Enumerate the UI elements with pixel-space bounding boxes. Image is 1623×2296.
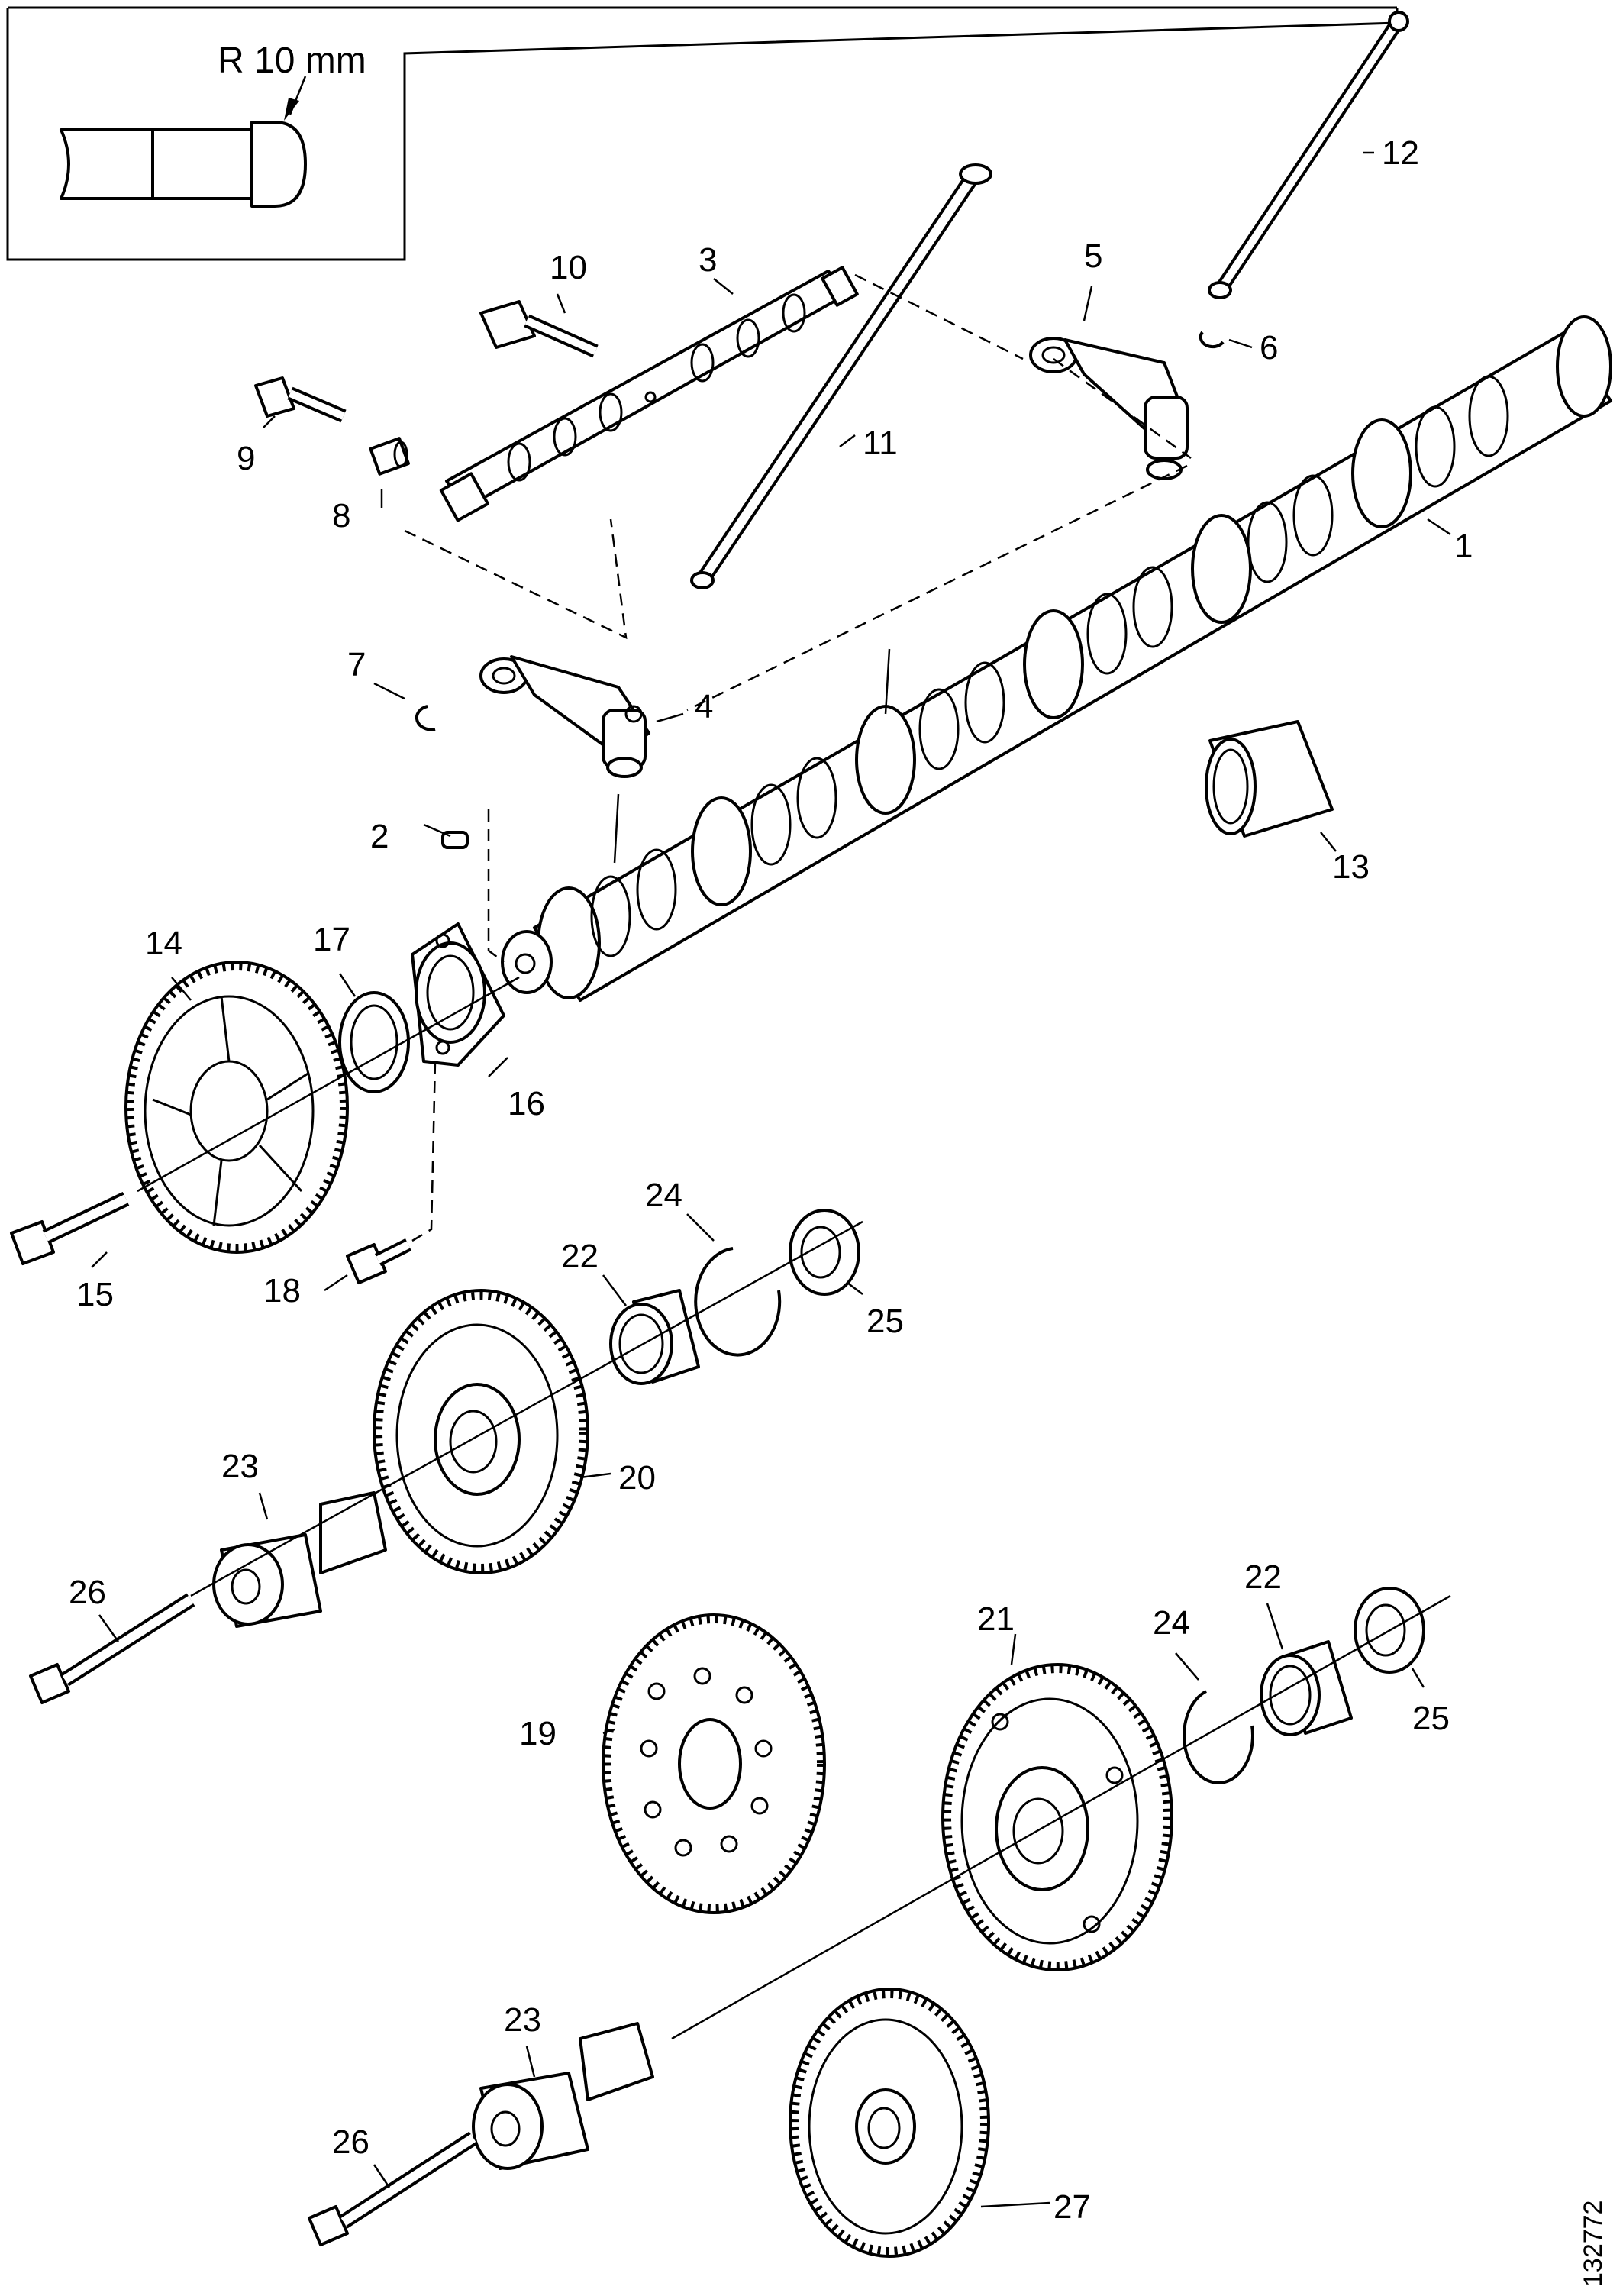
push-rod-12 — [1208, 11, 1409, 299]
callout-4: 4 — [695, 688, 713, 725]
circlip-6 — [1199, 331, 1225, 349]
assembly-lines — [137, 273, 1451, 2040]
sleeve-8 — [369, 437, 410, 476]
callout-13: 13 — [1332, 848, 1370, 886]
callout-7: 7 — [347, 646, 366, 683]
callout-25a: 25 — [866, 1303, 904, 1340]
rocker-shaft-3 — [439, 266, 859, 522]
bolt-18 — [346, 1238, 412, 1284]
circlip-24-upper — [694, 1247, 782, 1357]
circlip-7 — [415, 705, 436, 731]
callout-23b: 23 — [504, 2001, 541, 2039]
callout-1: 1 — [1454, 528, 1473, 565]
callout-16: 16 — [508, 1085, 545, 1122]
stub-shaft-23-upper — [212, 1491, 387, 1628]
callout-23a: 23 — [221, 1448, 259, 1485]
callout-14: 14 — [145, 925, 182, 962]
callout-8: 8 — [332, 497, 350, 534]
callout-22a: 22 — [561, 1238, 599, 1275]
gear-27 — [789, 1988, 990, 2258]
callout-26b: 26 — [332, 2123, 369, 2161]
bolt-26-upper — [29, 1593, 195, 1704]
thrust-washer-17 — [338, 991, 410, 1093]
callout-18: 18 — [263, 1272, 301, 1309]
callout-22b: 22 — [1244, 1558, 1282, 1596]
bolt-9 — [254, 376, 347, 423]
callout-labels: 1 2 3 4 5 6 7 8 9 10 11 12 13 14 15 16 1… — [69, 134, 1473, 2226]
callout-19: 19 — [519, 1715, 557, 1752]
stub-shaft-23-lower — [472, 2022, 654, 2170]
bearing-bush-13 — [1205, 720, 1334, 838]
camshaft-gear-14 — [124, 961, 349, 1254]
push-rod-11 — [690, 163, 992, 589]
bolt-15 — [10, 1191, 130, 1265]
callout-20: 20 — [618, 1459, 656, 1497]
callout-2: 2 — [370, 818, 389, 855]
camshaft-1 — [501, 315, 1612, 1002]
bush-22-lower — [1260, 1640, 1353, 1736]
callout-25b: 25 — [1412, 1700, 1450, 1737]
inset-detail: R 10 mm — [6, 6, 1399, 261]
callout-3: 3 — [699, 241, 717, 279]
callout-12: 12 — [1382, 134, 1419, 172]
document-id: 132772 — [1579, 2201, 1608, 2287]
rocker-arm-5 — [1029, 337, 1189, 480]
bush-22-upper — [609, 1289, 700, 1385]
thrust-flange-16 — [411, 922, 505, 1067]
callout-9: 9 — [237, 440, 255, 477]
callout-17: 17 — [313, 921, 350, 958]
callout-6: 6 — [1260, 329, 1278, 367]
circlip-24-lower — [1183, 1690, 1254, 1784]
idler-gear-20 — [373, 1289, 589, 1574]
idler-gear-21 — [941, 1663, 1173, 1971]
callout-11: 11 — [863, 425, 898, 462]
gear-19 — [602, 1613, 826, 1914]
callout-5: 5 — [1084, 237, 1102, 275]
callout-26a: 26 — [69, 1574, 106, 1611]
seal-25-upper — [789, 1209, 860, 1296]
callout-leaders — [91, 151, 1451, 2208]
callout-15: 15 — [76, 1276, 114, 1313]
callout-24a: 24 — [645, 1177, 682, 1214]
bolt-10 — [479, 300, 599, 358]
rocker-arm-4 — [479, 655, 650, 778]
bolt-26-lower — [308, 2131, 478, 2246]
callout-21: 21 — [977, 1600, 1015, 1638]
callout-10: 10 — [550, 249, 587, 286]
callout-24b: 24 — [1153, 1604, 1190, 1642]
callout-27: 27 — [1053, 2188, 1091, 2226]
inset-radius-label: R 10 mm — [218, 40, 366, 81]
